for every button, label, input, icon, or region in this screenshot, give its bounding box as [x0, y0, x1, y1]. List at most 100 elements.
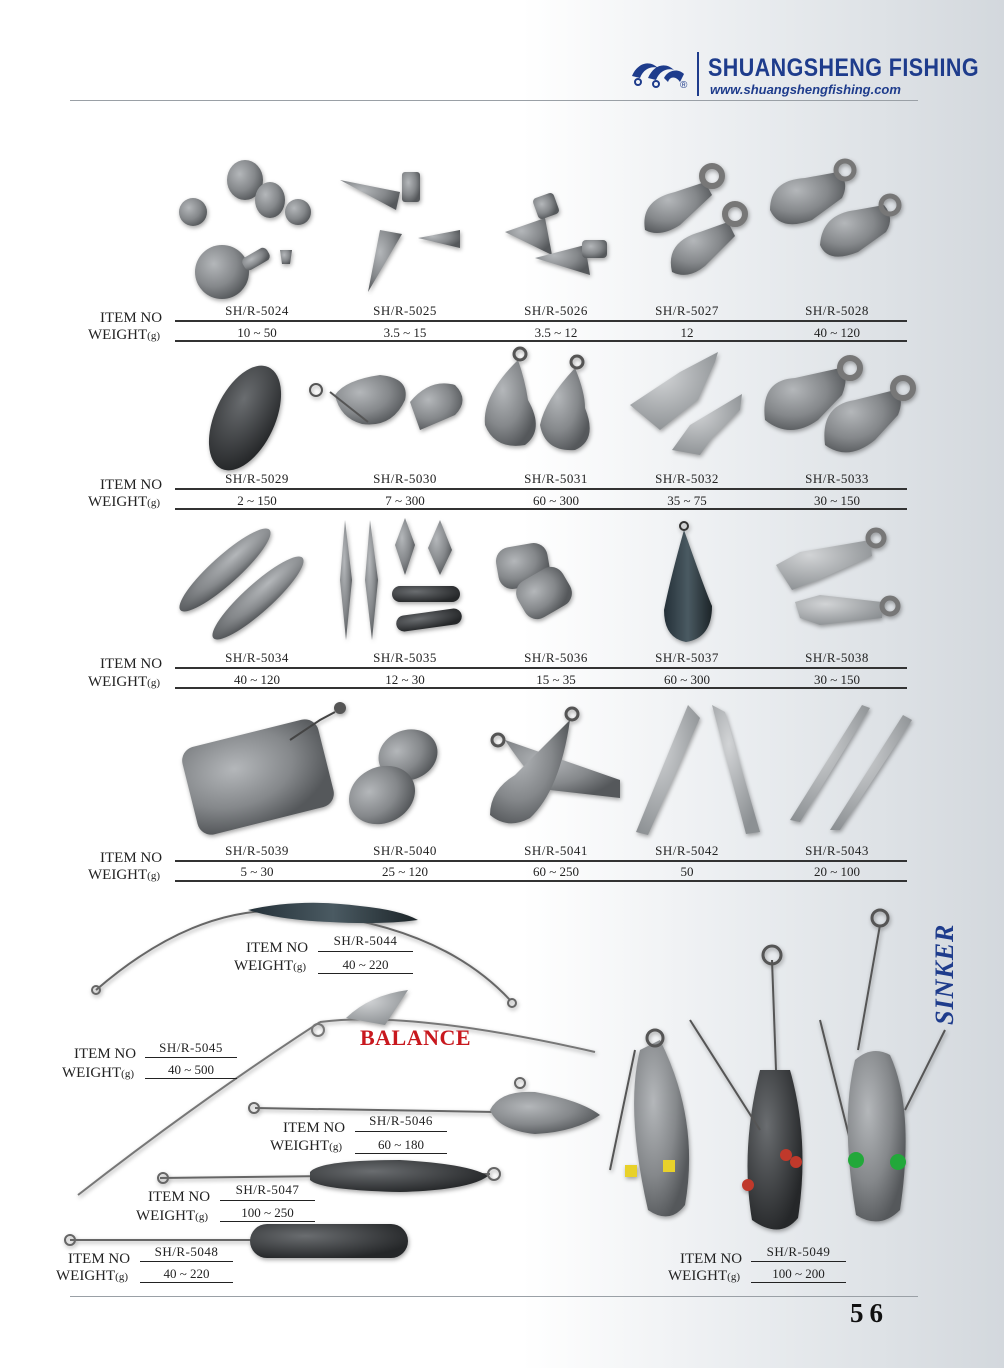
item-no-label: ITEM NO: [68, 1251, 131, 1267]
product-image-5037: [664, 521, 712, 642]
item-weight: 15 ~ 35: [536, 672, 576, 687]
item-code: SH/R-5034: [225, 650, 289, 665]
item-rule: [145, 1057, 237, 1058]
balance-title: BALANCE: [360, 1025, 472, 1050]
item-weight: 40 ~ 120: [233, 672, 281, 687]
item-weight: 25 ~ 120: [381, 864, 429, 879]
brand-url[interactable]: www.shuangshengfishing.com: [710, 82, 901, 97]
item-code: SH/R-5037: [655, 650, 719, 665]
item-weight: 40 ~ 120: [813, 325, 861, 340]
product-image-5025: [340, 172, 460, 292]
item-no-label: ITEM NO: [148, 1189, 211, 1205]
item-weight: 60 ~ 300: [663, 672, 711, 687]
weight-rule: [751, 1282, 846, 1283]
weight-label: WEIGHT(g): [56, 1268, 128, 1284]
weight-rule: [175, 340, 907, 342]
weight-rule: [175, 687, 907, 689]
brand-logo-icon: [632, 63, 684, 88]
item-rule: [220, 1200, 315, 1201]
product-image-5032: [630, 352, 742, 455]
item-code: SH/R-5039: [225, 843, 289, 858]
item-no-label: ITEM NO: [100, 656, 163, 672]
weight-label: WEIGHT(g): [88, 674, 160, 690]
item-code: SH/R-5027: [655, 303, 719, 318]
weight-label: WEIGHT(g): [136, 1208, 208, 1224]
logo-divider: [697, 52, 699, 96]
weight-label: WEIGHT(g): [88, 327, 160, 343]
item-weight: 50: [680, 864, 694, 879]
item-no-label: ITEM NO: [100, 477, 163, 493]
item-weight: 40 ~ 500: [167, 1062, 215, 1077]
item-weight: 3.5 ~ 15: [383, 325, 427, 340]
item-weight: 3.5 ~ 12: [534, 325, 578, 340]
product-image-5036: [495, 543, 572, 620]
product-image-5039: [182, 702, 346, 835]
product-image-5049: [609, 908, 946, 1230]
page-number: 56: [850, 1298, 889, 1328]
product-image-5046: [248, 1077, 600, 1134]
item-no-label: ITEM NO: [100, 310, 163, 326]
item-rule: [175, 860, 907, 862]
item-weight: 2 ~ 150: [237, 493, 277, 508]
item-weight: 30 ~ 150: [813, 493, 861, 508]
item-code: SH/R-5032: [655, 471, 719, 486]
item-weight: 7 ~ 300: [385, 493, 425, 508]
weight-label: WEIGHT(g): [88, 867, 160, 883]
item-rule: [355, 1131, 447, 1132]
item-rule: [318, 951, 413, 952]
item-weight: 35 ~ 75: [667, 493, 707, 508]
product-image-5024: [179, 160, 311, 299]
item-no-label: ITEM NO: [680, 1251, 743, 1267]
weight-label: WEIGHT(g): [88, 494, 160, 510]
header-rule: [70, 100, 918, 101]
item-code: SH/R-5024: [225, 303, 289, 318]
product-image-5043: [790, 705, 912, 830]
item-weight: 60 ~ 300: [532, 493, 580, 508]
item-no-label: ITEM NO: [74, 1046, 137, 1062]
item-weight: 30 ~ 150: [813, 672, 861, 687]
product-image-5038: [776, 527, 901, 625]
product-image-5034: [179, 528, 304, 640]
product-image-5030: [309, 375, 463, 430]
product-image-5047: [157, 1160, 501, 1192]
item-code: SH/R-5047: [235, 1182, 300, 1197]
item-code: SH/R-5046: [369, 1113, 433, 1128]
product-image-5040: [348, 729, 438, 825]
weight-label: WEIGHT(g): [62, 1065, 134, 1081]
footer-rule: [70, 1296, 918, 1297]
item-code: SH/R-5026: [524, 303, 588, 318]
item-weight: 12 ~ 30: [385, 672, 425, 687]
weight-rule: [145, 1078, 237, 1079]
product-image-5045: [77, 990, 596, 1196]
item-weight: 40 ~ 220: [163, 1266, 210, 1281]
item-rule: [175, 667, 907, 669]
item-code: SH/R-5029: [225, 471, 289, 486]
item-code: SH/R-5041: [524, 843, 588, 858]
item-weight: 40 ~ 220: [342, 957, 389, 972]
item-code: SH/R-5035: [373, 650, 437, 665]
item-weight: 60 ~ 180: [377, 1137, 425, 1152]
item-code: SH/R-5030: [373, 471, 437, 486]
product-image-5035: [340, 518, 462, 640]
item-no-label: ITEM NO: [100, 850, 163, 866]
item-code: SH/R-5048: [154, 1244, 219, 1259]
weight-rule: [220, 1221, 315, 1222]
item-code: SH/R-5031: [524, 471, 588, 486]
item-no-label: ITEM NO: [283, 1120, 346, 1136]
weight-label: WEIGHT(g): [270, 1138, 342, 1154]
item-rule: [140, 1261, 233, 1262]
item-code: SH/R-5036: [524, 650, 588, 665]
weight-label: WEIGHT(g): [234, 958, 306, 974]
item-code: SH/R-5033: [805, 471, 869, 486]
product-image-5044: [91, 902, 517, 1008]
item-code: SH/R-5040: [373, 843, 437, 858]
product-image-5042: [636, 705, 760, 835]
product-image-5031: [484, 346, 590, 451]
product-image-5048: [64, 1224, 408, 1258]
item-no-label: ITEM NO: [246, 940, 309, 956]
item-code: SH/R-5038: [805, 650, 869, 665]
item-code: SH/R-5045: [159, 1040, 223, 1055]
product-image-5041: [490, 706, 620, 824]
item-code: SH/R-5028: [805, 303, 869, 318]
